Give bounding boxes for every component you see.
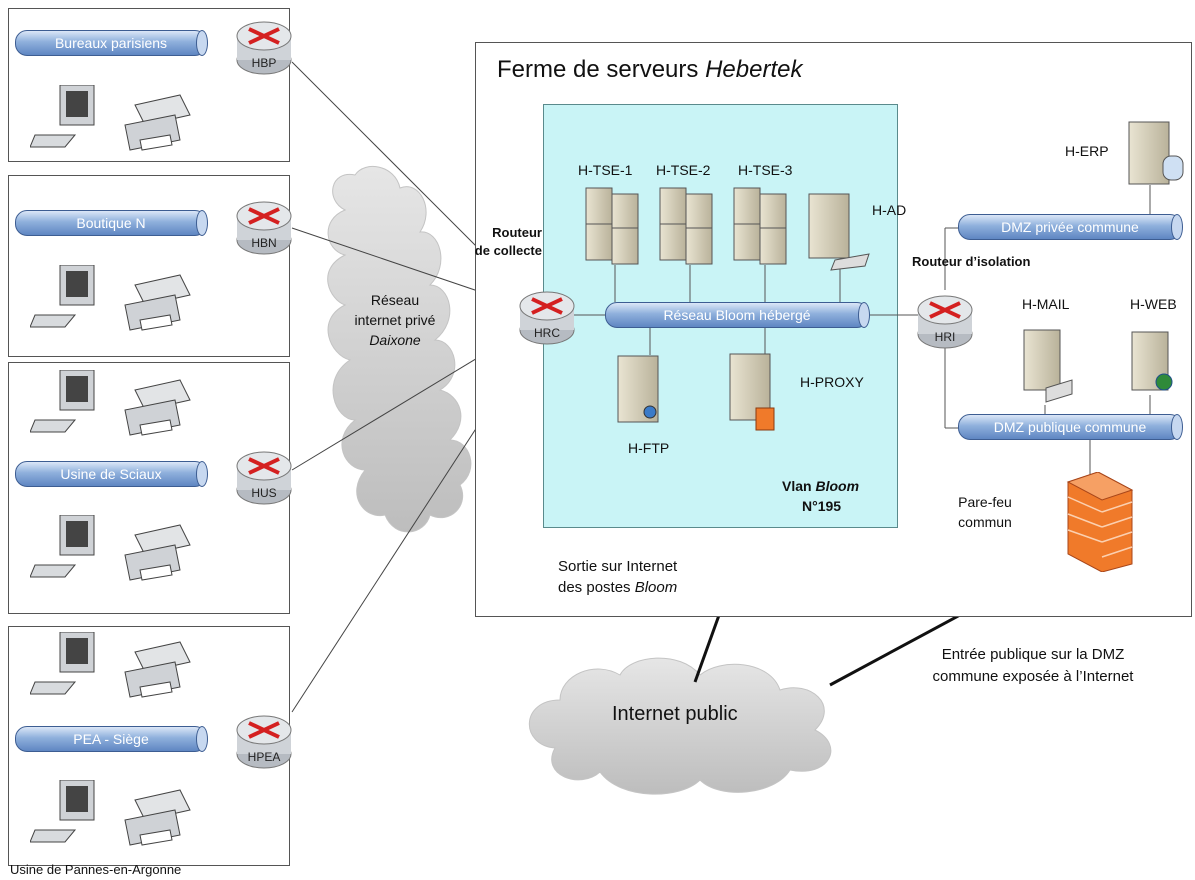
server-tse3 xyxy=(733,187,787,265)
router-label-hus: HUS xyxy=(251,486,277,500)
label-ftp: H-FTP xyxy=(628,440,670,456)
printer-icon xyxy=(124,524,191,581)
router-label-hpea: HPEA xyxy=(247,750,281,764)
server-icon xyxy=(1023,329,1073,403)
internet-cloud xyxy=(528,657,832,795)
devices-hbn xyxy=(30,265,191,331)
server-proxy xyxy=(729,353,775,431)
router-icon xyxy=(236,21,292,75)
bus-hus: Usine de Sciaux xyxy=(15,461,208,487)
computer-icon xyxy=(30,85,95,148)
server-erp xyxy=(1128,121,1184,185)
router-hbp xyxy=(235,12,293,87)
devices-hus-bottom xyxy=(30,515,191,581)
devices-hus-top xyxy=(30,370,191,436)
label-tse2: H-TSE-2 xyxy=(656,162,711,178)
router-icon xyxy=(917,295,973,349)
router-label-hrc: HRC xyxy=(534,326,560,340)
vlan-label: Vlan Bloom xyxy=(782,478,860,494)
label-mail: H-MAIL xyxy=(1022,296,1070,312)
server-icon xyxy=(733,187,787,265)
label-proxy: H-PROXY xyxy=(800,374,864,390)
router-hpea xyxy=(235,706,293,781)
private-network-label: Réseau internet privé Daixone xyxy=(354,292,436,348)
firewall-icon xyxy=(1066,472,1134,572)
bus-dmz-public: DMZ publique commune xyxy=(958,414,1183,440)
devices-hpea-bottom xyxy=(30,780,191,846)
server-tse2 xyxy=(659,187,713,265)
server-mail xyxy=(1023,329,1073,403)
server-web xyxy=(1131,331,1173,391)
router-hus xyxy=(235,442,293,517)
computer-icon xyxy=(30,632,95,695)
bus-bloom: Réseau Bloom hébergé xyxy=(605,302,870,328)
server-icon xyxy=(808,193,870,271)
server-ad xyxy=(808,193,870,271)
label-tse3: H-TSE-3 xyxy=(738,162,793,178)
internet-label: Internet public xyxy=(612,703,738,725)
bus-dmz-private: DMZ privée commune xyxy=(958,214,1183,240)
server-icon xyxy=(1131,331,1173,391)
printer-icon xyxy=(124,379,191,436)
bus-hbn: Boutique N xyxy=(15,210,208,236)
server-icon xyxy=(1128,121,1184,185)
router-label-hbn: HBN xyxy=(251,236,277,250)
router-label-hbp: HBP xyxy=(251,56,277,70)
firewall xyxy=(1066,472,1134,572)
server-icon xyxy=(585,187,639,265)
router-icon xyxy=(519,291,575,345)
bus-hbp: Bureaux parisiens xyxy=(15,30,208,56)
server-icon xyxy=(617,355,659,423)
router-icon xyxy=(236,201,292,255)
computer-icon xyxy=(30,265,95,328)
printer-icon xyxy=(124,641,191,698)
server-tse1 xyxy=(585,187,639,265)
printer-icon xyxy=(124,94,191,151)
server-farm-title: Ferme de serveurs Hebertek xyxy=(497,56,803,83)
router-label-hri: HRI xyxy=(934,330,956,344)
isolation-router-label: Routeur d’isolation xyxy=(912,254,1031,269)
private-network-cloud xyxy=(327,166,472,533)
label-tse1: H-TSE-1 xyxy=(578,162,633,178)
label-ad: H-AD xyxy=(872,202,907,218)
router-hbn xyxy=(235,192,293,267)
internet-exit-label: Sortie sur Internet des postes Bloom xyxy=(558,558,678,596)
site-caption-hpea: Usine de Pannes-en-Argonne xyxy=(10,862,182,877)
router-icon xyxy=(236,451,292,505)
label-erp: H-ERP xyxy=(1065,143,1109,159)
computer-icon xyxy=(30,515,95,578)
server-icon xyxy=(729,353,775,431)
vlan-number: N°195 xyxy=(802,498,842,514)
computer-icon xyxy=(30,780,95,843)
server-icon xyxy=(659,187,713,265)
router-icon xyxy=(236,715,292,769)
router-hri xyxy=(916,286,974,361)
bus-hpea: PEA - Siège xyxy=(15,726,208,752)
devices-hpea-top xyxy=(30,632,191,698)
label-web: H-WEB xyxy=(1130,296,1177,312)
printer-icon xyxy=(124,789,191,846)
printer-icon xyxy=(124,274,191,331)
router-hrc xyxy=(518,282,576,357)
server-ftp xyxy=(617,355,659,423)
computer-icon xyxy=(30,370,95,433)
devices-hbp xyxy=(30,85,191,151)
